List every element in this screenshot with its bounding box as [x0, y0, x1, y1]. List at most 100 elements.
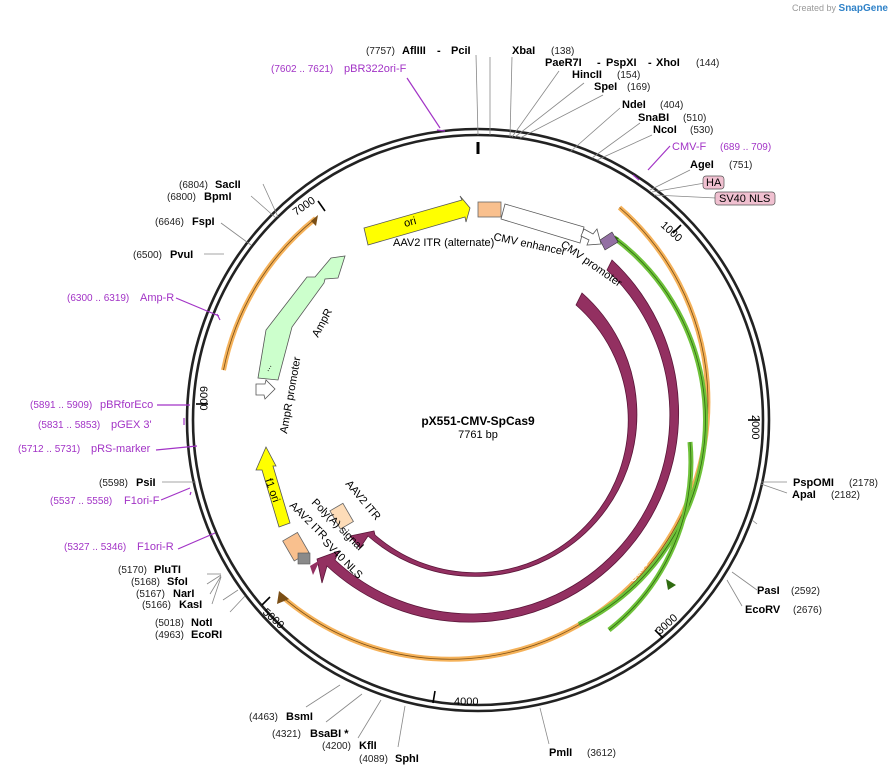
tag-sv40-nls-box[interactable] [714, 191, 776, 206]
site-snaBI-pos: (510) [683, 113, 706, 124]
site-pluTI[interactable]: PluTI [154, 564, 181, 576]
tick-label-4000: 4000 [454, 696, 478, 708]
site-ecoRV[interactable]: EcoRV [745, 604, 781, 616]
site-snaBI[interactable]: SnaBI [638, 112, 669, 124]
orange-arrow-top [311, 215, 318, 226]
snapgene-logo: SnapGene [838, 3, 888, 14]
plasmid-name: pX551-CMV-SpCas9 [421, 414, 535, 428]
site-narI-pos: (5167) [136, 589, 165, 600]
site-bpmI[interactable]: BpmI [204, 191, 232, 203]
orange-arrow-left [277, 591, 289, 604]
site-xhoI[interactable]: XhoI [656, 57, 680, 69]
tick-4000 [432, 690, 436, 704]
site-speI[interactable]: SpeI [594, 81, 617, 93]
site-notI[interactable]: NotI [191, 617, 212, 629]
ampr-feature[interactable] [257, 255, 346, 381]
ampr-promoter-label: AmpR promoter [278, 356, 303, 435]
site-apaI[interactable]: ApaI [792, 489, 816, 501]
site-bsaBI[interactable]: BsaBI * [310, 728, 349, 740]
primer-f1ori-f-pos: (5537 .. 5558) [50, 496, 112, 507]
primer-leader-lines [155, 77, 671, 550]
ori-feature[interactable] [363, 195, 471, 246]
site-dash-2: - [597, 57, 601, 69]
primer-amp-r-pos: (6300 .. 6319) [67, 293, 129, 304]
ampr-promoter-feature[interactable] [255, 379, 276, 400]
site-pasI-pos: (2592) [791, 586, 820, 597]
ha-nls-block [599, 231, 619, 251]
primer-pbrforeco[interactable]: pBRforEco [100, 399, 153, 411]
site-ncoI[interactable]: NcoI [653, 124, 677, 136]
f1-ori-feature[interactable] [255, 446, 291, 528]
primer-cmv-f[interactable]: CMV-F [672, 141, 707, 153]
site-sacII[interactable]: SacII [215, 179, 241, 191]
site-bsmI[interactable]: BsmI [286, 711, 313, 723]
site-pvuI[interactable]: PvuI [170, 249, 193, 261]
site-aflIII-pos: (7757) [366, 46, 395, 57]
aav2-itr-alt-feature[interactable] [477, 201, 502, 218]
site-pvuI-pos: (6500) [133, 250, 162, 261]
tag-sv40-nls: SV40 NLS [719, 193, 770, 205]
orange-band-right-line [280, 207, 709, 660]
site-kasI-pos: (5166) [142, 600, 171, 611]
cmv-promoter-feature[interactable] [580, 228, 602, 246]
primer-prs-marker-pos: (5712 .. 5731) [18, 444, 80, 455]
tick-5000 [261, 596, 271, 606]
primer-pbr322ori-f[interactable]: pBR322ori-F [344, 63, 407, 75]
site-xbaI-pos: (138) [551, 46, 574, 57]
site-hincII[interactable]: HincII [572, 69, 602, 81]
site-dash-3: - [648, 57, 652, 69]
tick-1000 [672, 224, 682, 234]
site-kflI[interactable]: KflI [359, 740, 377, 752]
site-psiI-pos: (5598) [99, 478, 128, 489]
cas9-inner-feature[interactable] [349, 292, 638, 577]
primer-cmv-f-pos: (689 .. 709) [720, 142, 771, 153]
site-ecoRI[interactable]: EcoRI [191, 629, 222, 641]
site-xbaI[interactable]: XbaI [512, 45, 535, 57]
site-ageI[interactable]: AgeI [690, 159, 714, 171]
primer-prs-marker[interactable]: pRS-marker [91, 443, 151, 455]
site-paeR7I[interactable]: PaeR7I [545, 57, 582, 69]
site-ndeI-pos: (404) [660, 100, 683, 111]
site-sfoI[interactable]: SfoI [167, 576, 188, 588]
site-ageI-pos: (751) [729, 160, 752, 171]
sv40-nls-feature[interactable] [310, 560, 320, 575]
site-sphI-pos: (4089) [359, 754, 388, 765]
site-pasI[interactable]: PasI [757, 585, 780, 597]
site-psiI[interactable]: PsiI [136, 477, 156, 489]
tick-labels: 1000 2000 3000 4000 5000 6000 7000 [197, 195, 761, 708]
primer-f1ori-f[interactable]: F1ori-F [124, 495, 160, 507]
plasmid-length: 7761 bp [458, 429, 498, 441]
tick-label-2000: 2000 [749, 415, 761, 439]
site-narI[interactable]: NarI [173, 588, 194, 600]
site-fspI-pos: (6646) [155, 217, 184, 228]
site-speI-pos: (169) [627, 82, 650, 93]
site-sphI[interactable]: SphI [395, 753, 419, 765]
ori-label: ori [403, 215, 418, 230]
cmv-enhancer-feature[interactable] [500, 203, 585, 244]
tick-label-6000: 6000 [197, 386, 209, 410]
site-apaI-pos: (2182) [831, 490, 860, 501]
green-band-outer-line [578, 237, 706, 625]
site-pspOMI[interactable]: PspOMI [793, 477, 834, 489]
orange-band-left-line [223, 218, 316, 371]
tick-label-1000: 1000 [658, 219, 684, 244]
primer-pbrforeco-pos: (5891 .. 5909) [30, 400, 92, 411]
site-kasI[interactable]: KasI [179, 599, 202, 611]
cas9-outer-feature[interactable] [316, 259, 679, 623]
site-pciI[interactable]: PciI [451, 45, 471, 57]
site-xhoI-pos: (144) [696, 58, 719, 69]
tag-ha-box[interactable] [702, 175, 725, 190]
polya-feature[interactable] [297, 552, 311, 565]
primer-labels: (7602 .. 7621) pBR322ori-F (6300 .. 6319… [18, 63, 407, 553]
site-pmlI[interactable]: PmlI [549, 747, 572, 759]
primer-pgex3[interactable]: pGEX 3' [111, 419, 152, 431]
site-pspXI[interactable]: PspXI [606, 57, 637, 69]
aav2-itr-feature-inner[interactable] [329, 502, 354, 530]
site-ndeI[interactable]: NdeI [622, 99, 646, 111]
site-fspI[interactable]: FspI [192, 216, 215, 228]
site-aflIII[interactable]: AflIII [402, 45, 426, 57]
primer-f1ori-r[interactable]: F1ori-R [137, 541, 174, 553]
primer-amp-r[interactable]: Amp-R [140, 292, 174, 304]
site-sacII-pos: (6804) [179, 180, 208, 191]
